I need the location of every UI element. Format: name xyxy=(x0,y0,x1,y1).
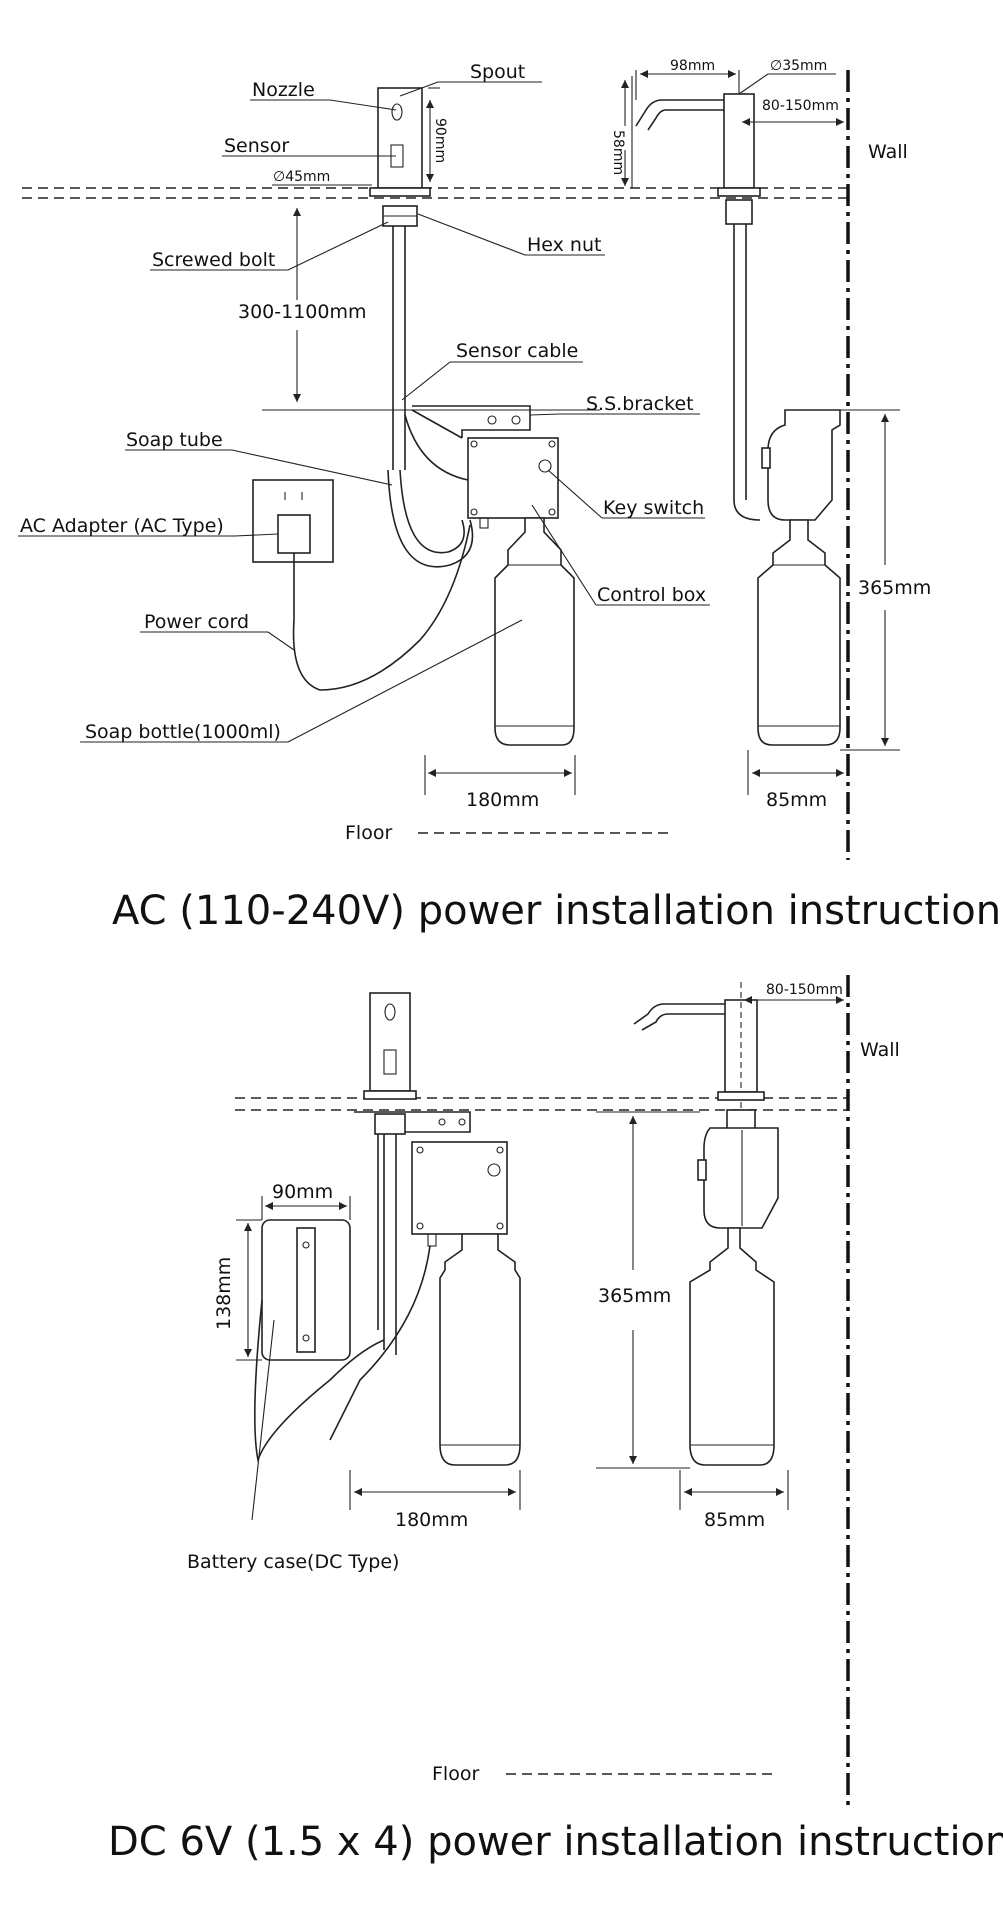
ac-adapter-label: AC Adapter (AC Type) xyxy=(20,515,224,537)
ac-diam35-label: ∅35mm xyxy=(770,58,827,74)
ac-h58-label: 58mm xyxy=(610,130,626,175)
ac-sensor-label: Sensor xyxy=(224,135,289,157)
ac-spout-label: Spout xyxy=(470,61,525,83)
ac-hex-nut-label: Hex nut xyxy=(527,234,601,256)
ac-screwed-bolt-label: Screwed bolt xyxy=(152,249,275,271)
dc-side-faucet xyxy=(633,982,779,1466)
ac-floor-label: Floor xyxy=(345,822,392,844)
ac-wall-dist-label: 80-150mm xyxy=(762,98,839,114)
ac-wall-label: Wall xyxy=(868,141,908,163)
ac-caption: AC (110-240V) power installation instruc… xyxy=(112,888,1001,934)
dc-caption: DC 6V (1.5 x 4) power installation instr… xyxy=(108,1819,1003,1865)
dc-wall-label: Wall xyxy=(860,1039,900,1061)
dc-floor-label: Floor xyxy=(432,1763,479,1785)
dc-wall-dist-label: 80-150mm xyxy=(766,982,843,998)
ac-w180-label: 180mm xyxy=(466,789,539,811)
ac-key-switch-label: Key switch xyxy=(603,497,704,519)
ac-diam45-label: ∅45mm xyxy=(273,169,330,185)
ac-nozzle-label: Nozzle xyxy=(252,79,315,101)
ac-adapter xyxy=(252,479,334,565)
ac-w85-label: 85mm xyxy=(766,789,827,811)
ac-front-faucet xyxy=(369,87,474,568)
dc-battery-case xyxy=(254,1219,385,1464)
dc-front-faucet xyxy=(329,992,521,1466)
ac-h365-label: 365mm xyxy=(858,577,931,599)
ac-control-box xyxy=(467,437,559,529)
dc-w180-label: 180mm xyxy=(395,1509,468,1531)
ac-power-cord xyxy=(292,524,471,691)
dc-h138-label: 138mm xyxy=(213,1257,235,1330)
dc-w85-label: 85mm xyxy=(704,1509,765,1531)
ac-soap-bottle xyxy=(494,517,575,746)
ac-ss-bracket xyxy=(411,405,531,439)
dc-w90-label: 90mm xyxy=(272,1181,333,1203)
ac-w98-label: 98mm xyxy=(670,58,715,74)
ac-side-faucet xyxy=(635,93,841,746)
ac-diagram: 90mm ∅45mm Spout Nozzle Sensor Screwed b… xyxy=(18,58,931,860)
ac-h90-label: 90mm xyxy=(432,118,448,163)
ac-power-cord-label: Power cord xyxy=(144,611,249,633)
dc-diagram: 90mm 138mm 80-150mm Wall 365mm xyxy=(187,975,900,1810)
ac-range-300-1100-label: 300-1100mm xyxy=(238,301,367,323)
ac-ss-bracket-label: S.S.bracket xyxy=(586,393,694,415)
ac-control-box-label: Control box xyxy=(597,584,706,606)
dc-battery-case-label: Battery case(DC Type) xyxy=(187,1551,399,1573)
ac-sensor-cable-label: Sensor cable xyxy=(456,340,578,362)
dc-h365-label: 365mm xyxy=(598,1285,671,1307)
ac-soap-bottle-label: Soap bottle(1000ml) xyxy=(85,721,281,743)
ac-soap-tube-label: Soap tube xyxy=(126,429,223,451)
